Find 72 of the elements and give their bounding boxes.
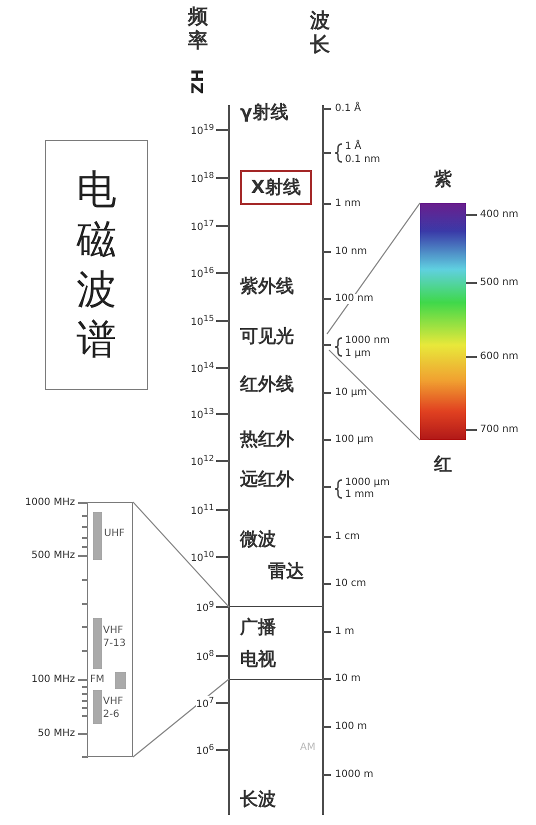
tick-label: 1000 nm xyxy=(345,336,390,346)
zoom-line xyxy=(132,502,230,608)
tick-label: 500 nm xyxy=(480,278,518,288)
axis-title: ZH xyxy=(190,69,206,94)
color-label: 红 xyxy=(434,456,452,474)
tick-label: 0.1 Å xyxy=(335,104,361,114)
tick-label: 10 cm xyxy=(335,579,366,589)
band-label: 广播 xyxy=(240,619,276,637)
axis-title: 频率 xyxy=(188,4,209,52)
tick-label: 100 m xyxy=(335,722,368,732)
tick-label: 10$^{7}$ xyxy=(196,696,214,710)
tick-label: 10$^{14}$ xyxy=(190,360,214,376)
band-label: 长波 xyxy=(240,791,276,809)
tick-label: 100 MHz xyxy=(31,675,75,685)
band-box xyxy=(229,606,323,680)
tick-label: 10$^{11}$ xyxy=(190,502,214,518)
tick-label: 400 nm xyxy=(480,210,518,220)
tick-label: 1000 MHz xyxy=(24,498,75,508)
band-label: AM xyxy=(300,743,316,753)
tick-label: 1000 m xyxy=(335,770,374,780)
tick-label: 1 μm xyxy=(345,349,371,359)
tick-label: 50 MHz xyxy=(38,729,75,739)
tick-label: 700 nm xyxy=(480,425,518,435)
band-label: 红外线 xyxy=(240,376,294,394)
tick-label: 1 Å xyxy=(345,142,362,152)
tick-label: 1 m xyxy=(335,627,354,637)
zoom-line xyxy=(326,202,420,334)
tick-label: 10$^{9}$ xyxy=(196,600,214,614)
band-label: 远红外 xyxy=(240,471,294,489)
tick-label: 10$^{10}$ xyxy=(190,550,214,564)
tick-label: 10$^{18}$ xyxy=(190,170,214,186)
tick-label: 10 μm xyxy=(335,388,368,398)
zoom-line xyxy=(328,350,420,440)
band-label: 热红外 xyxy=(240,431,294,449)
tick-label: 10$^{16}$ xyxy=(190,266,214,280)
tick-label: 10$^{12}$ xyxy=(190,454,214,468)
band-label: FM xyxy=(90,674,106,686)
title-box xyxy=(45,140,148,390)
band-label: VHF 2-6 xyxy=(103,696,124,721)
tick-label: 10$^{17}$ xyxy=(190,218,214,234)
band-label: 紫外线 xyxy=(240,278,294,296)
band-label: γ射线 xyxy=(240,104,288,122)
band-label: 雷达 xyxy=(268,563,304,581)
tick-label: 500 MHz xyxy=(31,551,75,561)
tick-label: 1 nm xyxy=(335,199,361,209)
tick-label: 10$^{13}$ xyxy=(190,406,214,422)
tick-label: 100 μm xyxy=(335,435,374,445)
axis-title: 波长 xyxy=(310,8,331,56)
tick-label: 10$^{15}$ xyxy=(190,314,214,328)
band-label: UHF xyxy=(104,528,126,540)
title-text: 电磁波谱 xyxy=(76,166,118,365)
tick-label: 1000 μm xyxy=(345,478,390,488)
band-label: 电视 xyxy=(240,651,276,669)
inset-box xyxy=(87,502,133,757)
band-label: VHF 7-13 xyxy=(103,625,127,650)
zoom-line xyxy=(132,678,230,758)
tick-label: 10 m xyxy=(335,674,361,684)
tick-label: 1 cm xyxy=(335,532,360,542)
band-label: 微波 xyxy=(240,531,276,549)
band-label: X射线 xyxy=(251,178,301,196)
tick-label: 10 nm xyxy=(335,247,367,257)
tick-label: 600 nm xyxy=(480,352,518,362)
tick-label: 0.1 nm xyxy=(345,155,380,165)
color-label: 紫 xyxy=(434,171,452,189)
tick-label: 10$^{6}$ xyxy=(196,742,214,758)
band-label: 可见光 xyxy=(240,328,294,346)
highlight-box xyxy=(240,170,312,205)
tick-label: 10$^{8}$ xyxy=(196,648,214,664)
tick-label: 10$^{19}$ xyxy=(190,122,214,138)
tick-label: 1 mm xyxy=(345,490,374,500)
tick-label: 100 nm xyxy=(335,294,374,304)
color-spectrum-bar xyxy=(420,203,466,440)
